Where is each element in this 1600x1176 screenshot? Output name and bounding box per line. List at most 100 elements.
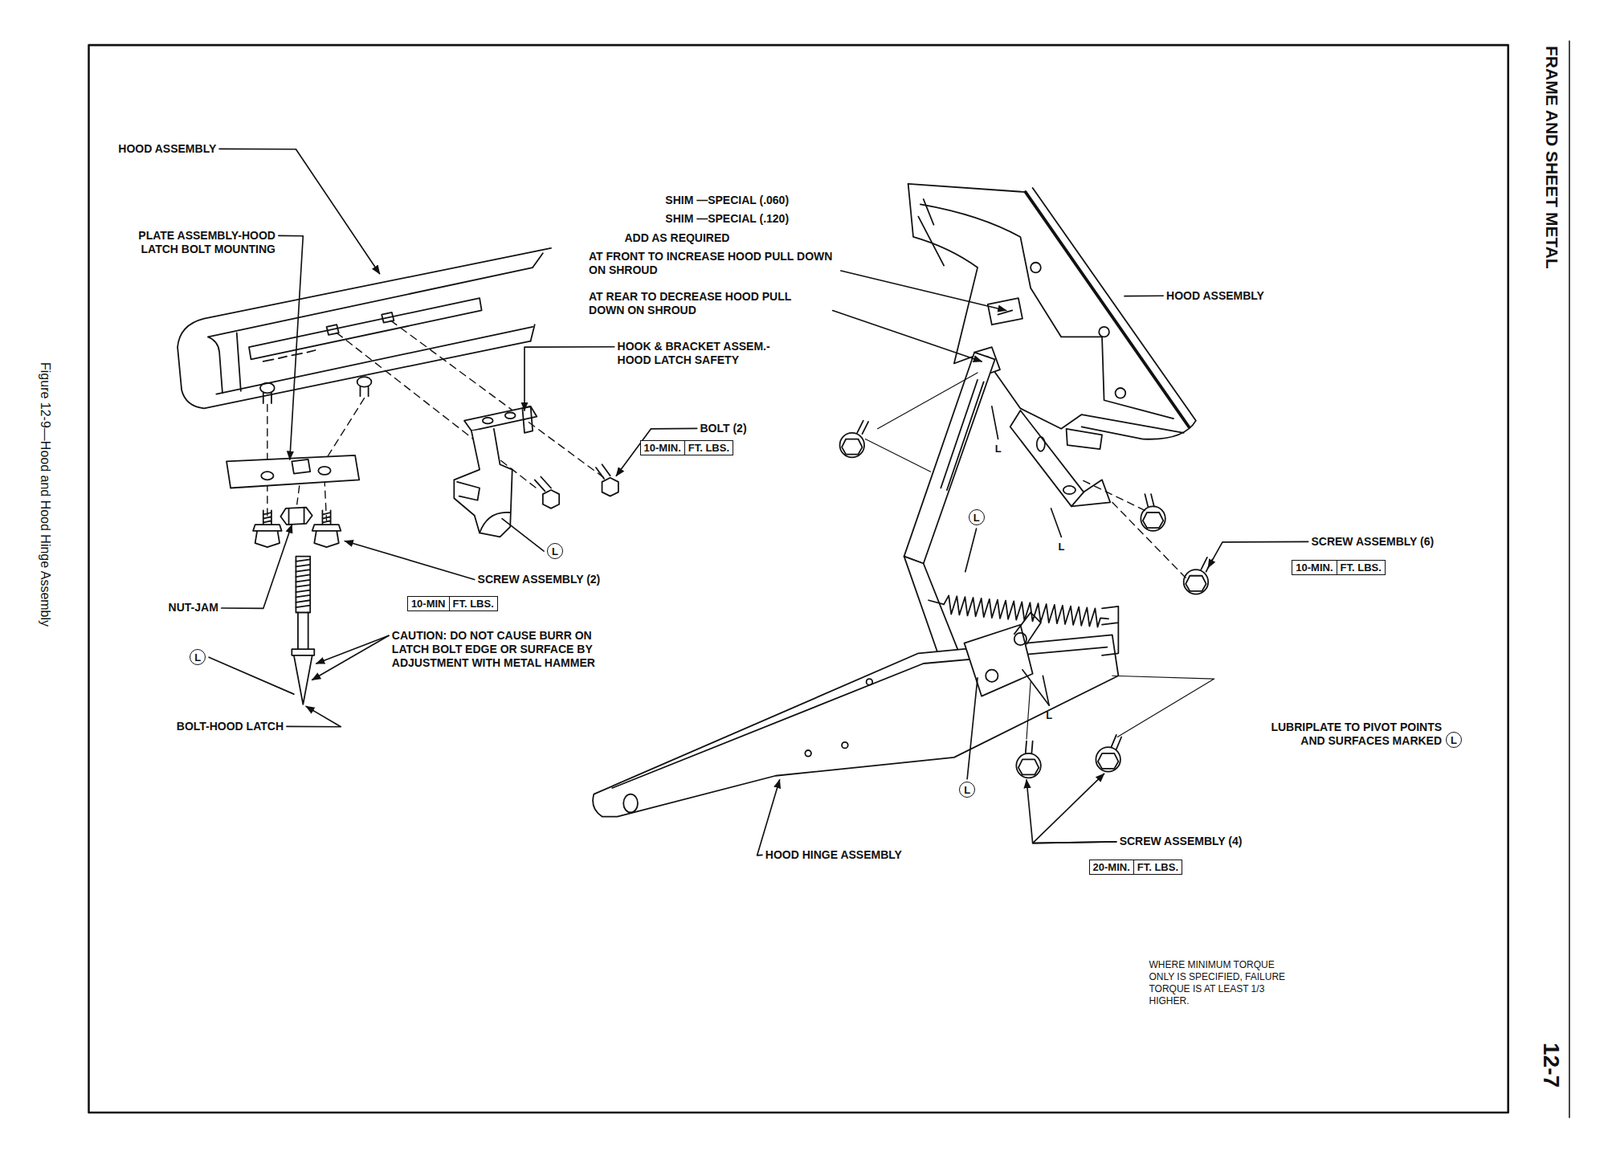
hook-bracket	[453, 428, 512, 538]
hood-hinge	[940, 379, 984, 490]
figure-frame	[89, 44, 1509, 1113]
bolt	[542, 489, 560, 509]
construction-line	[1081, 479, 1146, 511]
construction-line	[877, 372, 979, 429]
construction-line	[865, 372, 1214, 739]
leader-line	[1051, 508, 1062, 538]
flange-screw	[1144, 493, 1154, 507]
screw-assembly	[253, 510, 341, 547]
assembly-dash-lines	[336, 332, 539, 490]
hood-latch-bolt	[291, 648, 315, 656]
leader-line	[840, 270, 1007, 311]
part-name: PLATE ASSEMBLY-HOOD LATCH BOLT MOUNTING	[112, 228, 276, 257]
lubrication-mark: L	[546, 542, 564, 560]
leader-line	[832, 310, 982, 362]
hood-latch-bolt	[295, 559, 311, 608]
hood-rear-corner	[1066, 428, 1103, 449]
figure-frame	[89, 40, 1570, 1118]
leader-line	[1022, 669, 1049, 706]
latch-bolt-mounting-plate	[226, 455, 360, 489]
hood-hinge	[612, 647, 1107, 788]
hood-front-section	[216, 326, 533, 395]
hood-latch-bolt	[297, 612, 309, 649]
torque-spec-box: 20-MIN.FT. LBS.	[1089, 859, 1184, 875]
caution-note: CAUTION: DO NOT CAUSE BURR ON LATCH BOLT…	[391, 628, 606, 670]
leader-line	[1032, 773, 1117, 843]
hood-hinge	[1063, 485, 1076, 494]
leader-line	[967, 677, 978, 780]
hood-hinge	[1014, 612, 1041, 644]
latch-bolt-mounting-plate	[261, 471, 274, 480]
hinge-spring	[928, 595, 1110, 629]
flange-screw	[840, 420, 1213, 779]
flange-screw	[1095, 746, 1120, 772]
flange-screw	[1183, 569, 1209, 594]
hood-rear-corner	[908, 183, 1184, 433]
hood-hinge	[985, 669, 998, 682]
bolt	[595, 464, 611, 479]
lubrication-mark: L	[1045, 708, 1053, 723]
leader-line	[208, 657, 294, 694]
lubrication-mark: L	[189, 648, 206, 666]
leader-line	[502, 518, 544, 552]
torque-value: 10-MIN.	[1292, 560, 1337, 575]
note-text: LUBRIPLATE TO PIVOT POINTS AND SURFACES …	[1253, 720, 1442, 748]
assembly-dash-lines	[267, 320, 605, 521]
flange-screw	[1018, 759, 1039, 775]
leader-line	[1026, 779, 1117, 844]
hood-rear-corner	[920, 204, 1174, 419]
hood-shim	[997, 310, 1013, 315]
hood-rear-corner	[1098, 326, 1110, 338]
torque-value: FT. LBS.	[1337, 560, 1385, 575]
section-header: FRAME AND SHEET METAL	[1542, 45, 1562, 270]
hood-rear-corner	[1032, 187, 1196, 440]
torque-spec-box: 10-MINFT. LBS.	[407, 595, 498, 612]
flange-screw	[1025, 741, 1033, 754]
torque-value: FT. LBS.	[685, 440, 733, 455]
hood-hinge	[592, 634, 1119, 817]
hood-rear-corner	[908, 183, 1196, 449]
leader-line	[524, 346, 615, 411]
page-number: 12-7	[1538, 1042, 1564, 1088]
screw-assembly	[255, 530, 280, 547]
hood-latch-bolt	[295, 556, 311, 613]
hook-bracket	[464, 406, 537, 431]
leader-line	[312, 635, 389, 680]
hood-front-section	[260, 383, 275, 394]
torque-note: WHERE MINIMUM TORQUE ONLY IS SPECIFIED, …	[1148, 959, 1303, 1008]
lubrication-mark: L	[995, 441, 1002, 456]
leader-line	[1042, 675, 1049, 706]
flange-screw	[1110, 734, 1122, 750]
leader-line	[965, 528, 977, 572]
torque-value: 10-MIN	[408, 596, 450, 611]
lubrication-mark: L	[959, 781, 976, 798]
part-name: SHIM —SPECIAL (.120)	[665, 212, 789, 226]
assembly-dash-lines	[266, 404, 268, 460]
bolt	[534, 477, 552, 492]
hood-rear-corner	[1025, 191, 1189, 427]
torque-value: FT. LBS.	[1134, 860, 1182, 874]
hood-rear-corner	[908, 183, 1026, 192]
screw-assembly	[263, 510, 272, 525]
hood-front-section	[208, 336, 223, 393]
screw-assembly	[322, 510, 331, 525]
hood-rear-corner	[918, 199, 944, 266]
hood-front-section	[208, 267, 533, 337]
hinge-spring	[928, 600, 944, 605]
hood-hinge	[841, 742, 849, 749]
jam-nut	[280, 507, 312, 526]
hook-bracket	[479, 512, 511, 534]
hood-front-section	[263, 350, 316, 362]
screw-assembly	[253, 524, 282, 531]
note-text: AT FRONT TO INCREASE HOOD PULL DOWN ON S…	[588, 249, 838, 278]
note-text: ADD AS REQUIRED	[624, 231, 730, 245]
flange-screw	[1016, 753, 1041, 778]
hood-hinge	[964, 624, 1033, 697]
hood-front-section	[177, 248, 552, 409]
hood-front-section	[248, 297, 482, 360]
part-name: HOOD ASSEMBLY	[118, 142, 217, 156]
hood-rear-corner	[1115, 387, 1127, 399]
torque-value: 20-MIN.	[1089, 860, 1135, 874]
